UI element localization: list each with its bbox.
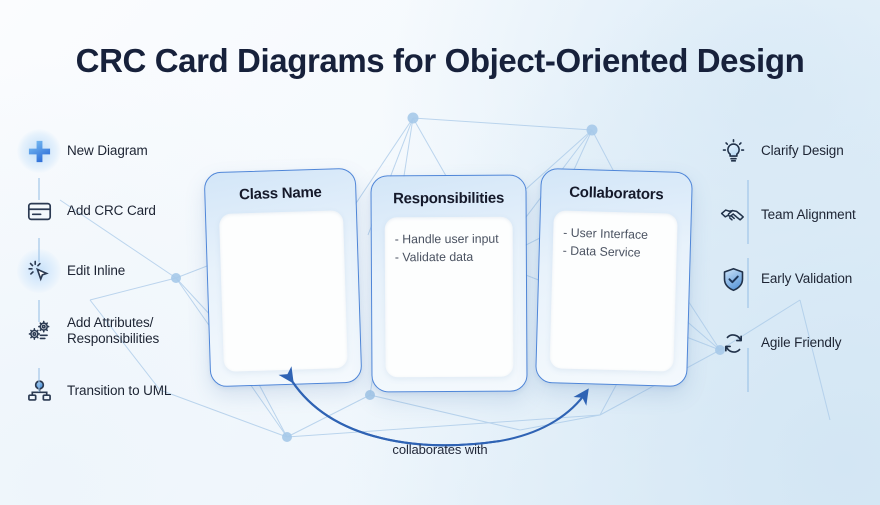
rail-item-clarify-design[interactable]: Clarify Design: [708, 128, 876, 174]
card-line: - Handle user input: [394, 231, 499, 247]
card-title: Class Name: [238, 183, 322, 204]
click-cursor-icon: [17, 249, 61, 293]
rail-item-agile-friendly[interactable]: Agile Friendly: [716, 326, 876, 360]
shield-check-icon: [716, 262, 750, 296]
card-body[interactable]: [218, 210, 348, 372]
rail-item-label: New Diagram: [67, 142, 148, 158]
crc-card-responsibilities[interactable]: Responsibilities - Handle user input - V…: [370, 174, 528, 393]
rail-item-label: Clarify Design: [761, 142, 844, 158]
rail-item-add-crc-card[interactable]: Add CRC Card: [22, 194, 212, 228]
rail-item-edit-inline[interactable]: Edit Inline: [17, 249, 212, 293]
refresh-cycle-icon: [716, 326, 750, 360]
page-title: CRC Card Diagrams for Object-Oriented De…: [75, 42, 805, 79]
card-line: - Validate data: [394, 249, 474, 265]
rail-item-label: Agile Friendly: [761, 334, 842, 350]
left-feature-rail: New Diagram Add CRC Card Edit Inline: [17, 129, 212, 434]
rail-item-label: Early Validation: [761, 270, 853, 286]
card-body[interactable]: - User Interface - Data Service: [549, 210, 678, 372]
handshake-icon: [716, 198, 750, 232]
crc-card-collaborators[interactable]: Collaborators - User Interface - Data Se…: [535, 167, 693, 388]
uml-hierarchy-icon: [22, 374, 56, 408]
rail-item-label: Add Attributes/ Responsibilities: [67, 314, 160, 346]
card-title: Responsibilities: [392, 189, 505, 208]
rail-item-team-alignment[interactable]: Team Alignment: [708, 192, 876, 238]
rail-item-add-attributes[interactable]: Add Attributes/ Responsibilities: [22, 314, 212, 348]
rail-item-early-validation[interactable]: Early Validation: [716, 262, 876, 296]
plus-icon: [17, 129, 61, 173]
crc-card-class-name[interactable]: Class Name: [203, 167, 363, 388]
rail-item-label: Transition to UML: [67, 382, 172, 398]
gears-icon: [22, 314, 56, 348]
card-icon: [22, 194, 56, 228]
rail-item-label: Team Alignment: [761, 206, 856, 222]
card-line: - Data Service: [562, 243, 641, 260]
rail-item-new-diagram[interactable]: New Diagram: [17, 129, 212, 173]
rail-item-label: Add CRC Card: [67, 202, 156, 218]
card-title: Collaborators: [568, 183, 664, 204]
right-benefits-rail: Clarify Design Team Alignment: [708, 128, 876, 390]
rail-item-label: Edit Inline: [67, 262, 126, 278]
rail-item-transition-to-uml[interactable]: Transition to UML: [22, 374, 212, 408]
card-body[interactable]: - Handle user input - Validate data: [384, 216, 514, 378]
lightbulb-icon: [716, 134, 750, 168]
relationship-label: collaborates with: [392, 442, 488, 457]
